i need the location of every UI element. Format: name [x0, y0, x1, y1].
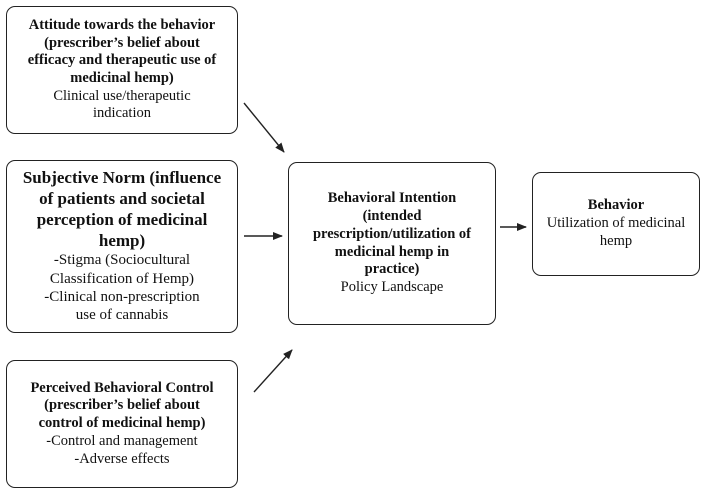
- control-title-line: control of medicinal hemp): [38, 415, 206, 432]
- intention-title-line: Behavioral Intention: [327, 190, 457, 207]
- behavior-body-line: Utilization of medicinal: [546, 215, 686, 232]
- norm-title-line: perception of medicinal: [36, 209, 208, 229]
- norm-body-line: -Clinical non-prescription: [44, 288, 200, 305]
- attitude-title-line: medicinal hemp): [70, 70, 174, 86]
- control-title-line: (prescriber’s belief about: [44, 397, 200, 414]
- attitude-body-line: indication: [93, 105, 151, 122]
- intention-title-line: (intended: [362, 208, 422, 225]
- norm-title-line: Subjective Norm (influence: [22, 168, 222, 188]
- norm-body-line: -Stigma (Sociocultural: [53, 252, 191, 269]
- control-body-line: -Control and management: [46, 432, 198, 449]
- attitude-body-line: Clinical use/therapeutic: [53, 87, 191, 104]
- behavior-body-line: hemp: [599, 232, 633, 249]
- intention-body-line: Policy Landscape: [340, 278, 444, 295]
- arrow-attitude-to-intention: [243, 102, 285, 153]
- subjective-norm-box: Subjective Norm (influence of patients a…: [6, 160, 238, 333]
- attitude-box: Attitude towards the behavior (prescribe…: [6, 6, 238, 134]
- norm-title-line: of patients and societal: [39, 189, 205, 209]
- behavioral-intention-box: Behavioral Intention (intended prescript…: [288, 162, 496, 325]
- attitude-title-line: efficacy and therapeutic use of: [27, 52, 217, 69]
- intention-title-line: prescription/utilization of: [312, 225, 472, 242]
- norm-body-line: Classification of Hemp): [49, 270, 195, 287]
- perceived-control-box: Perceived Behavioral Control (prescriber…: [6, 360, 238, 488]
- control-title-line: Perceived Behavioral Control: [30, 379, 214, 396]
- intention-title-line: medicinal hemp in: [334, 243, 450, 260]
- control-body-line: -Adverse effects: [74, 450, 170, 467]
- norm-title-line: hemp): [98, 230, 146, 250]
- attitude-title-line: (prescriber’s belief about: [44, 34, 200, 51]
- arrow-control-to-intention: [253, 349, 293, 393]
- attitude-title-line: Attitude towards the behavior: [28, 16, 216, 33]
- norm-body-line: use of cannabis: [75, 307, 169, 324]
- behavior-box: Behavior Utilization of medicinal hemp: [532, 172, 700, 276]
- behavior-title-line: Behavior: [587, 197, 645, 214]
- intention-title-line: practice): [364, 261, 420, 278]
